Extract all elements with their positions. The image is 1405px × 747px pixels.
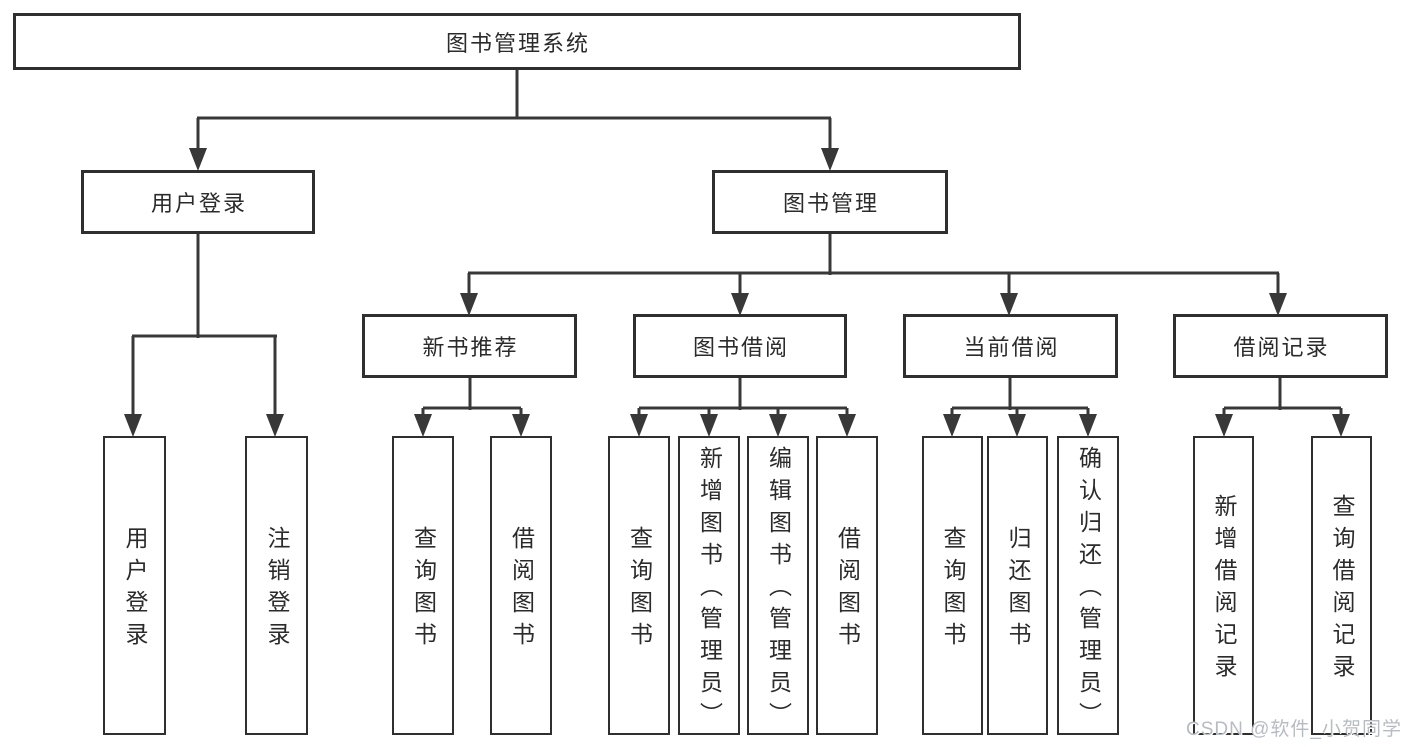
leaf-logout-label: 注销登录	[264, 525, 290, 654]
node-new-book-recommend-label: 新书推荐	[422, 335, 519, 360]
node-current-borrowing: 当前借阅	[903, 314, 1118, 378]
leaf-user-login: 用户登录	[103, 436, 166, 735]
node-user-login-label: 用户登录	[150, 191, 247, 216]
leaf-borrowing-add-books-admin-label: 新增图书（管理员）	[696, 445, 723, 734]
node-root-library-system: 图书管理系统	[13, 13, 1021, 70]
leaf-recommend-borrow-books-label: 借阅图书	[508, 525, 535, 654]
leaf-borrowing-borrow-books-label: 借阅图书	[834, 525, 861, 654]
node-current-borrowing-label: 当前借阅	[963, 335, 1060, 360]
leaf-current-confirm-return-admin: 确认归还（管理员）	[1057, 436, 1119, 735]
leaf-recommend-query-books-label: 查询图书	[410, 525, 437, 654]
leaf-borrowing-query-books-label: 查询图书	[626, 525, 653, 654]
leaf-logout: 注销登录	[245, 436, 308, 735]
leaf-borrowing-edit-books-admin-label: 编辑图书（管理员）	[765, 445, 792, 734]
node-borrow-records-label: 借阅记录	[1233, 335, 1330, 360]
node-book-borrowing: 图书借阅	[633, 314, 847, 378]
leaf-current-return-books-label: 归还图书	[1005, 525, 1031, 654]
node-root-label: 图书管理系统	[445, 30, 590, 56]
leaf-records-query-record-label: 查询借阅记录	[1329, 493, 1355, 686]
node-user-login: 用户登录	[81, 170, 315, 234]
leaf-current-return-books: 归还图书	[987, 436, 1048, 735]
csdn-watermark: CSDN @软件_小贺同学	[1186, 719, 1402, 740]
leaf-current-query-books-label: 查询图书	[940, 525, 966, 654]
leaf-recommend-query-books: 查询图书	[392, 436, 454, 735]
leaf-borrowing-add-books-admin: 新增图书（管理员）	[678, 436, 740, 735]
node-book-management-label: 图书管理	[782, 191, 879, 216]
node-new-book-recommend: 新书推荐	[362, 314, 577, 378]
node-borrow-records: 借阅记录	[1173, 314, 1388, 378]
leaf-records-query-record: 查询借阅记录	[1311, 436, 1372, 735]
leaf-current-query-books: 查询图书	[922, 436, 983, 735]
leaf-borrowing-query-books: 查询图书	[608, 436, 670, 735]
leaf-records-add-record-label: 新增借阅记录	[1211, 493, 1237, 686]
leaf-recommend-borrow-books: 借阅图书	[490, 436, 552, 735]
node-book-borrowing-label: 图书借阅	[692, 335, 789, 360]
leaf-borrowing-borrow-books: 借阅图书	[816, 436, 878, 735]
leaf-records-add-record: 新增借阅记录	[1193, 436, 1254, 735]
leaf-borrowing-edit-books-admin: 编辑图书（管理员）	[747, 436, 809, 735]
node-book-management: 图书管理	[712, 170, 948, 234]
leaf-current-confirm-return-admin-label: 确认归还（管理员）	[1075, 445, 1102, 734]
leaf-user-login-label: 用户登录	[122, 525, 148, 654]
